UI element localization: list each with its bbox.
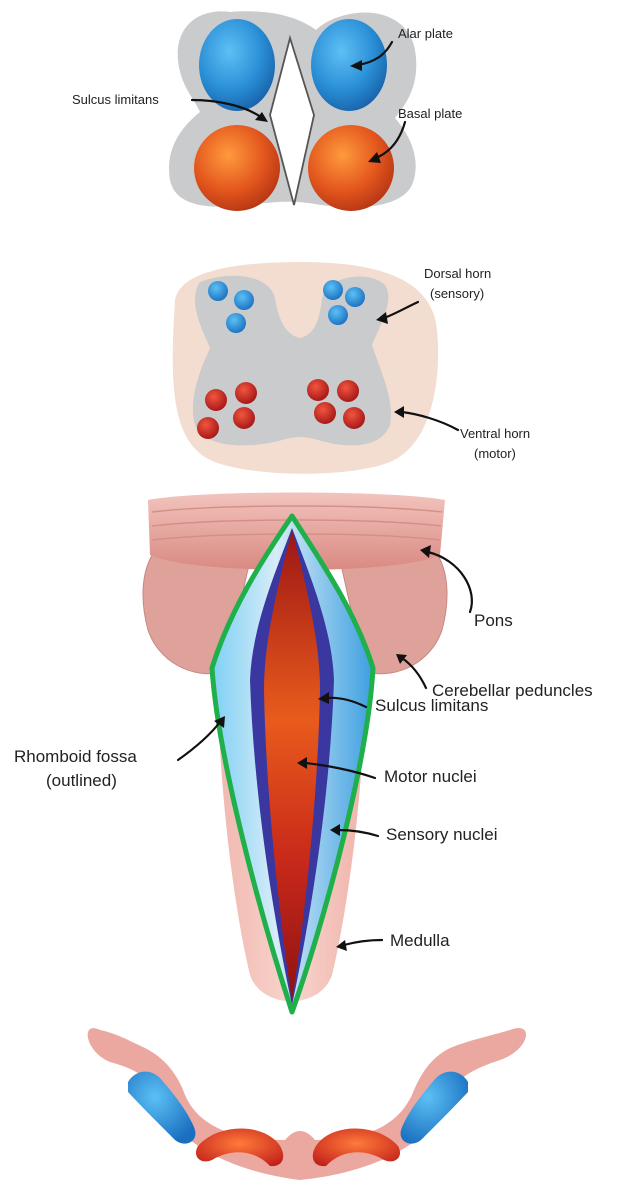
motor-nucleus-dot (307, 379, 329, 401)
medulla-arrow (344, 940, 382, 945)
label-ventral-horn-sub: (motor) (474, 446, 516, 461)
basal-plate-right (308, 125, 394, 211)
spinal-cord-panel: Dorsal horn (sensory) Ventral horn (moto… (173, 262, 530, 474)
motor-nucleus-dot (314, 402, 336, 424)
motor-nucleus-dot (343, 407, 365, 429)
label-pons: Pons (474, 611, 513, 630)
rhomboid-fossa-arrow (178, 722, 220, 760)
label-sulcus-limitans: Sulcus limitans (375, 696, 488, 715)
label-sensory-nuclei: Sensory nuclei (386, 825, 498, 844)
motor-nucleus-dot (233, 407, 255, 429)
label-motor-nuclei: Motor nuclei (384, 767, 477, 786)
sensory-nucleus-dot (234, 290, 254, 310)
label-rhomboid-fossa-sub: (outlined) (46, 771, 117, 790)
label-ventral-horn: Ventral horn (460, 426, 530, 441)
brainstem-panel: Pons Cerebellar peduncles Sulcus limitan… (14, 493, 593, 1013)
label-medulla: Medulla (390, 931, 450, 950)
neural-tube-panel: Alar plate Sulcus limitans Basal plate (72, 11, 462, 211)
motor-nucleus-dot (205, 389, 227, 411)
label-basal-plate: Basal plate (398, 106, 462, 121)
sensory-nucleus-dot (328, 305, 348, 325)
sensory-nucleus-dot (208, 281, 228, 301)
label-sulcus-limitans-top: Sulcus limitans (72, 92, 159, 107)
label-alar-plate: Alar plate (398, 26, 453, 41)
sensory-nucleus-dot (323, 280, 343, 300)
sensory-nucleus-dot (345, 287, 365, 307)
motor-nucleus-dot (197, 417, 219, 439)
motor-nucleus-dot (337, 380, 359, 402)
label-dorsal-horn-sub: (sensory) (430, 286, 484, 301)
basal-plate-left (194, 125, 280, 211)
sensory-nucleus-dot (226, 313, 246, 333)
label-dorsal-horn: Dorsal horn (424, 266, 491, 281)
medulla-section-panel (88, 1028, 526, 1180)
alar-plate-right (311, 19, 387, 111)
alar-plate-left (199, 19, 275, 111)
label-rhomboid-fossa: Rhomboid fossa (14, 747, 137, 766)
motor-nucleus-dot (235, 382, 257, 404)
